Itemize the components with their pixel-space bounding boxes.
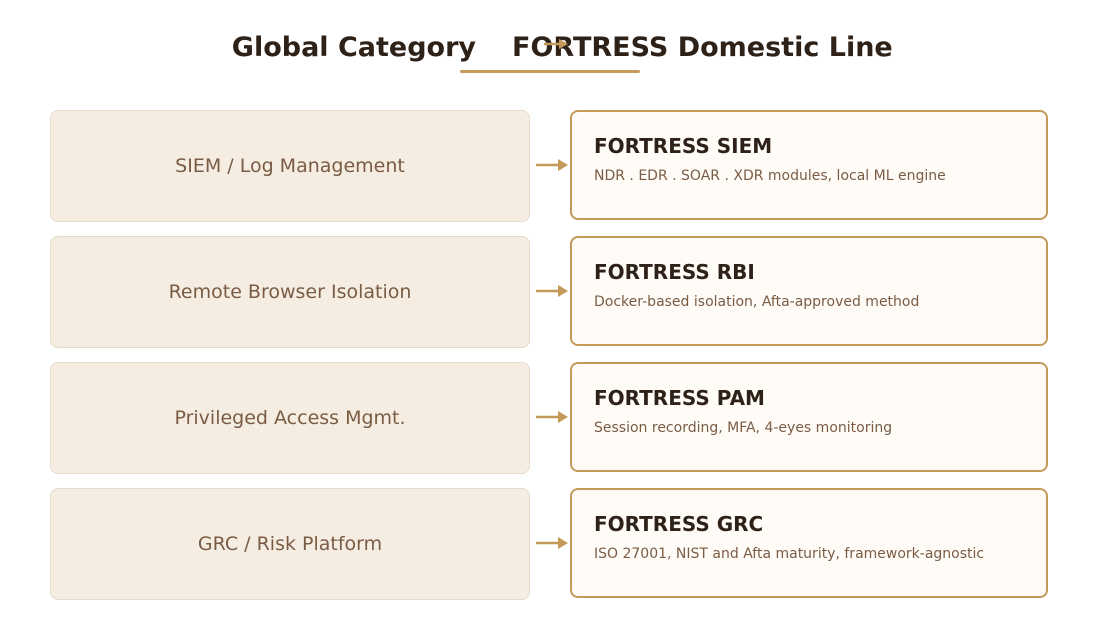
category-label: Privileged Access Mgmt.	[174, 407, 406, 429]
mapping-row-siem: SIEM / Log Management FORTRESS SIEM NDR …	[50, 110, 1050, 222]
product-title: FORTRESS SIEM	[594, 134, 773, 158]
header-arrow-icon	[544, 39, 568, 49]
category-box: Remote Browser Isolation	[50, 236, 530, 348]
product-title: FORTRESS GRC	[594, 512, 764, 536]
slide-header: Global Category FORTRESS Domestic Line	[0, 28, 1100, 78]
arrow-right-icon	[536, 411, 568, 423]
product-title: FORTRESS PAM	[594, 386, 765, 410]
category-box: Privileged Access Mgmt.	[50, 362, 530, 474]
mapping-row-grc: GRC / Risk Platform FORTRESS GRC ISO 270…	[50, 488, 1050, 600]
header-underline	[460, 70, 640, 73]
arrow-right-icon	[536, 537, 568, 549]
category-box: GRC / Risk Platform	[50, 488, 530, 600]
product-description: Docker-based isolation, Afta-approved me…	[594, 294, 920, 310]
product-title: FORTRESS RBI	[594, 260, 755, 284]
product-description: ISO 27001, NIST and Afta maturity, frame…	[594, 546, 985, 562]
category-label: SIEM / Log Management	[175, 155, 405, 177]
product-description: NDR . EDR . SOAR . XDR modules, local ML…	[594, 168, 946, 184]
mapping-row-rbi: Remote Browser Isolation FORTRESS RBI Do…	[50, 236, 1050, 348]
arrow-right-icon	[536, 285, 568, 297]
product-card: FORTRESS RBI Docker-based isolation, Aft…	[570, 236, 1048, 346]
mapping-row-pam: Privileged Access Mgmt. FORTRESS PAM Ses…	[50, 362, 1050, 474]
product-card: FORTRESS SIEM NDR . EDR . SOAR . XDR mod…	[570, 110, 1048, 220]
product-card: FORTRESS GRC ISO 27001, NIST and Afta ma…	[570, 488, 1048, 598]
category-label: GRC / Risk Platform	[197, 533, 383, 555]
category-box: SIEM / Log Management	[50, 110, 530, 222]
product-description: Session recording, MFA, 4-eyes monitorin…	[594, 420, 893, 436]
product-card: FORTRESS PAM Session recording, MFA, 4-e…	[570, 362, 1048, 472]
header-domestic-line: FORTRESS Domestic Line	[512, 32, 893, 63]
arrow-right-icon	[536, 159, 568, 171]
category-label: Remote Browser Isolation	[168, 281, 412, 303]
header-global-category: Global Category	[231, 32, 476, 63]
